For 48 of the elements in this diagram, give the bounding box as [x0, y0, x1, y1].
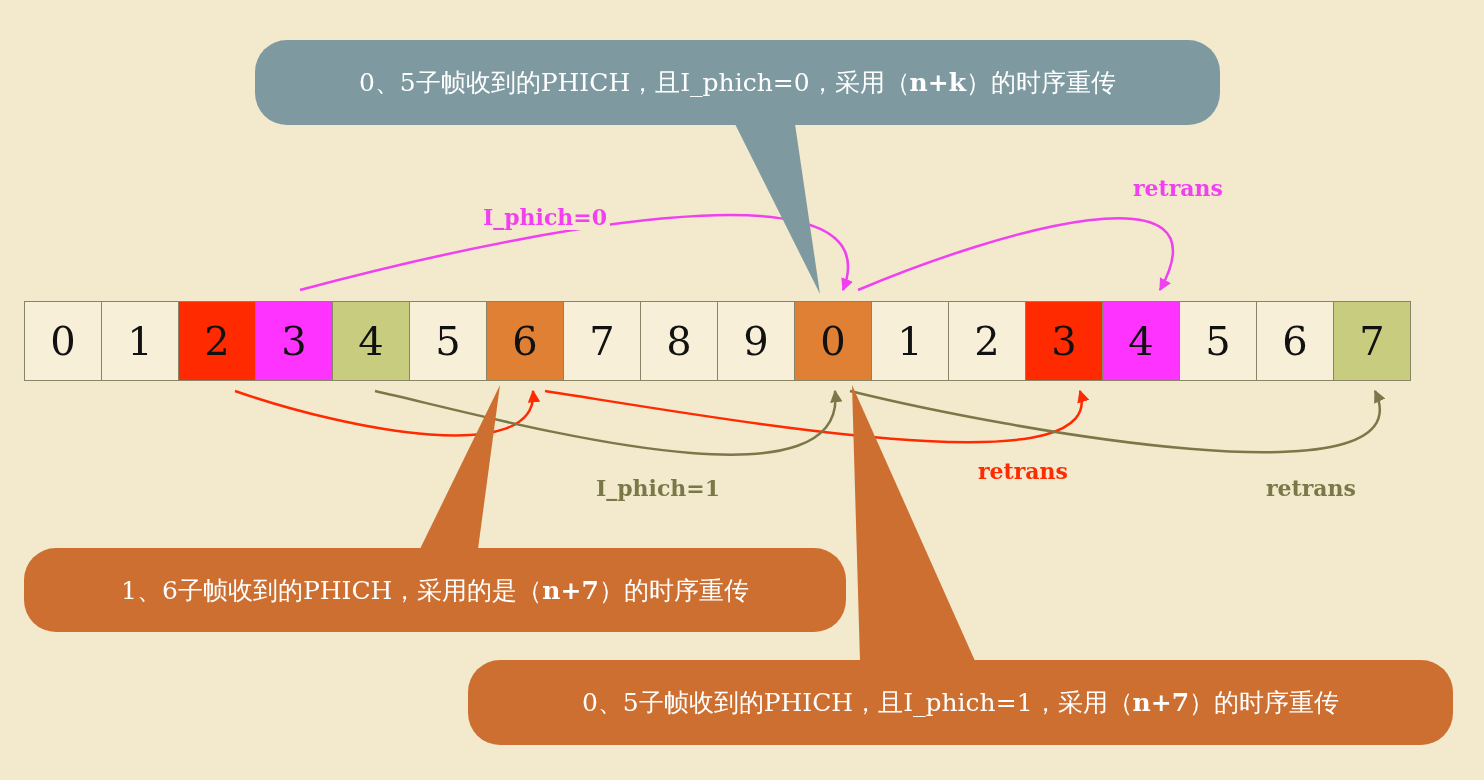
subframe-number: 3: [1051, 321, 1077, 361]
subframe-cell: [409, 301, 487, 381]
subframe-number: 7: [1359, 321, 1385, 361]
subframe-cell: [101, 301, 179, 381]
subframe-cell: [486, 301, 564, 381]
subframe-cell: [1102, 301, 1180, 381]
curved-arrow: [544, 389, 1087, 444]
curved-arrow: [857, 217, 1173, 292]
subframe-number: 4: [1128, 321, 1154, 361]
curved-arrow: [234, 389, 538, 437]
callout-text: 1、6子帧收到的PHICH，采用的是（n+7）的时序重传: [121, 574, 749, 607]
callout-pointer: [420, 385, 500, 549]
subframe-cell: [178, 301, 256, 381]
subframe-cell: [1025, 301, 1103, 381]
subframe-number: 6: [512, 321, 538, 361]
subframe-cell: [1256, 301, 1334, 381]
subframe-number: 6: [1282, 321, 1308, 361]
subframe-number: 1: [897, 321, 923, 361]
callout-pointer: [852, 385, 975, 661]
subframe-number: 0: [820, 321, 846, 361]
subframe-cell: [640, 301, 718, 381]
subframe-number: 9: [743, 321, 769, 361]
callout-pointer: [735, 124, 820, 294]
subframe-number: 5: [435, 321, 461, 361]
curved-arrow: [849, 389, 1383, 454]
subframe-number: 4: [358, 321, 384, 361]
subframe-cell: [24, 301, 102, 381]
subframe-cell: [1333, 301, 1411, 381]
subframe-number: 2: [204, 321, 230, 361]
subframe-cell: [717, 301, 795, 381]
subframe-number: 8: [666, 321, 692, 361]
subframe-number: 2: [974, 321, 1000, 361]
subframe-number: 0: [50, 321, 76, 361]
callout-text: 0、5子帧收到的PHICH，且I_phich=0，采用（n+k）的时序重传: [358, 67, 1117, 99]
subframe-cell: [563, 301, 641, 381]
subframe-cell: [332, 301, 410, 381]
callout-text: 0、5子帧收到的PHICH，且I_phich=1，采用（n+7）的时序重传: [581, 687, 1340, 719]
subframe-cell: [948, 301, 1026, 381]
curved-arrow: [374, 389, 840, 456]
subframe-number: 3: [281, 321, 307, 361]
subframe-number: 7: [589, 321, 615, 361]
subframe-cell: [871, 301, 949, 381]
subframe-cell: [255, 301, 333, 381]
subframe-number: 5: [1205, 321, 1231, 361]
subframe-cell: [1179, 301, 1257, 381]
subframe-cell: [794, 301, 872, 381]
curved-arrow: [299, 214, 852, 292]
subframe-number: 1: [127, 321, 153, 361]
